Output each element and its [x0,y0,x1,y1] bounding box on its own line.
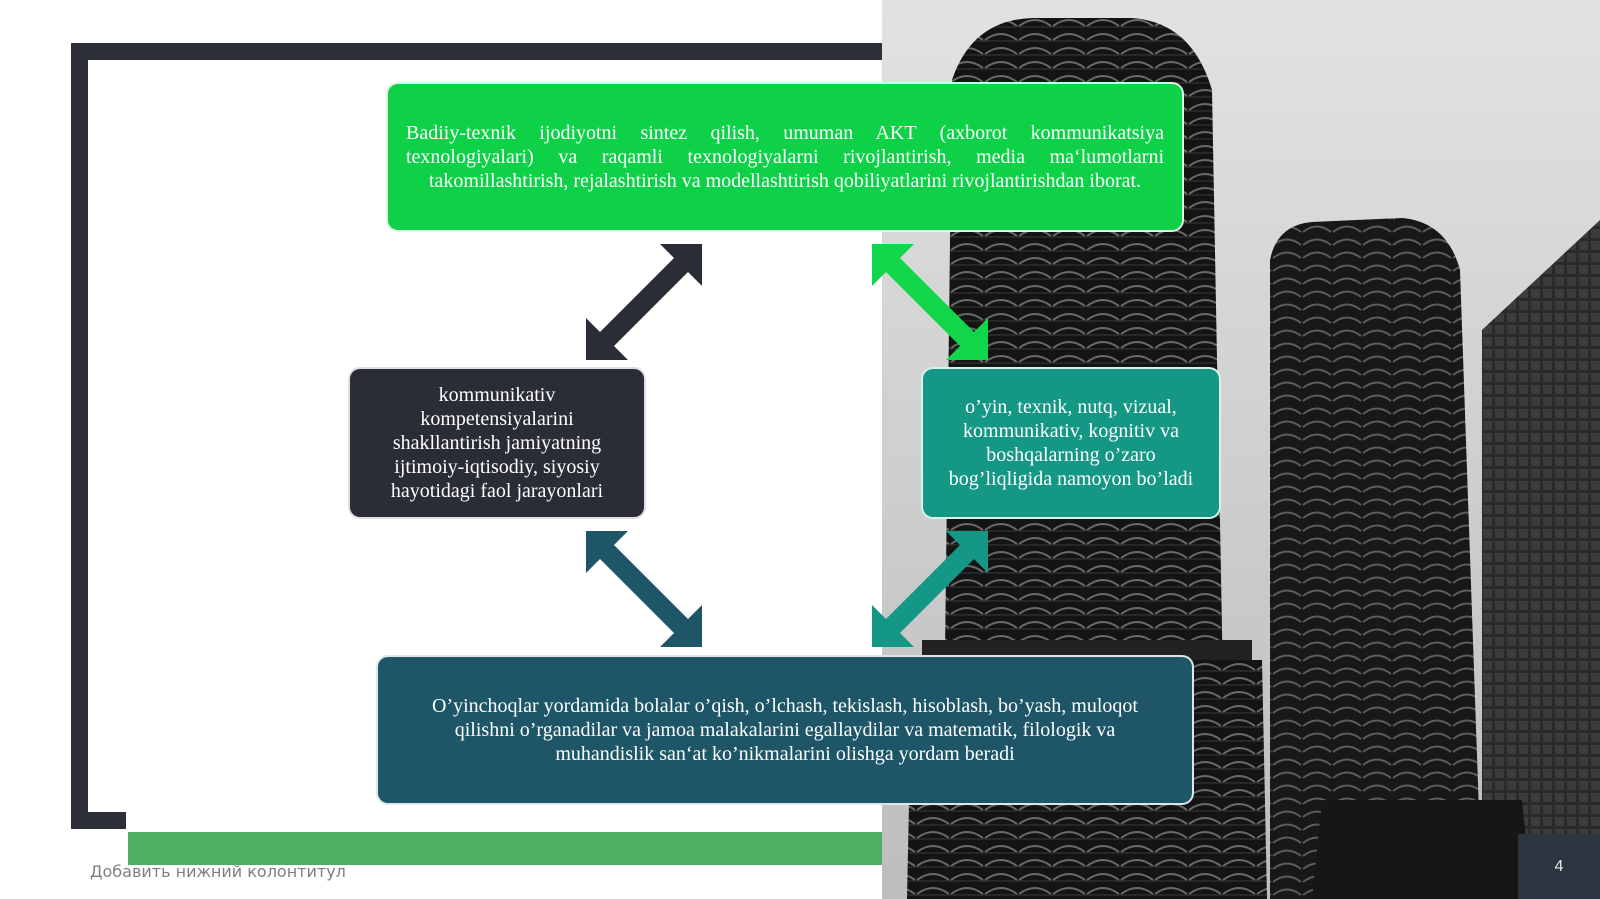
frame-bottom-border [71,812,126,829]
frame-top-border [71,43,882,60]
bottom-info-box: O’yinchoqlar yordamida bolalar o’qish, o… [376,655,1194,805]
double-arrow-icon [872,244,988,360]
right-info-text: o’yin, texnik, nutq, vizual, kommunikati… [948,396,1194,490]
double-arrow-icon [586,531,702,647]
left-info-box: kommunikativ kompetensiyalarini shakllan… [348,367,646,519]
top-info-box: Badiiy-texnik ijodiyotni sintez qilish, … [386,82,1184,232]
right-info-box: o’yin, texnik, nutq, vizual, kommunikati… [921,367,1221,519]
double-arrow-icon [872,531,988,647]
left-info-text: kommunikativ kompetensiyalarini shakllan… [390,384,604,502]
accent-bar [128,832,882,865]
top-info-text: Badiiy-texnik ijodiyotni sintez qilish, … [406,122,1164,192]
page-number: 4 [1518,834,1600,899]
footer-text[interactable]: Добавить нижний колонтитул [90,862,346,881]
frame-left-border [71,43,88,829]
bottom-info-text: O’yinchoqlar yordamida bolalar o’qish, o… [432,695,1138,765]
double-arrow-icon [586,244,702,360]
